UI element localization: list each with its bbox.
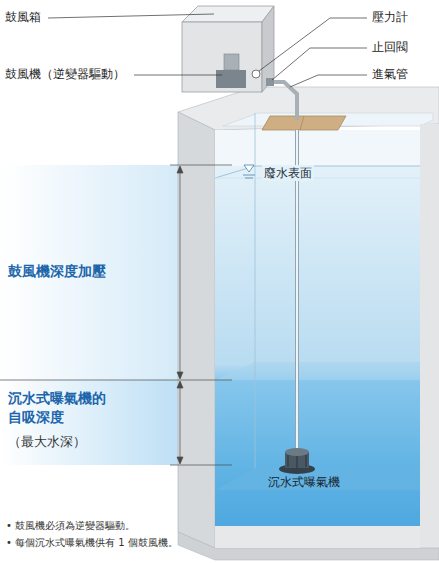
tank-water: [215, 166, 420, 526]
aerator-symbol: [288, 455, 289, 467]
tank-air-space: [215, 130, 420, 166]
part-label: 鼓風機（逆變器驅動）: [5, 66, 125, 82]
aerator-symbol: [297, 456, 298, 468]
leader-line: [48, 14, 214, 18]
dimension-arrow: [177, 166, 183, 173]
water-level-symbol: [243, 175, 255, 176]
blower-box: [182, 6, 274, 22]
water-layer: [215, 362, 420, 380]
blower-box: [262, 6, 274, 92]
depth-note: （最大水深）: [8, 433, 86, 451]
water-surface-line: [215, 166, 255, 178]
aerator-symbol: [306, 455, 307, 467]
part-label: 鼓風箱: [5, 9, 41, 25]
part-label: 壓力計: [372, 9, 408, 25]
tank-top-slab: [178, 87, 439, 130]
depth-label: 鼓風機深度加壓: [8, 262, 106, 281]
pressure-gauge-symbol: [252, 70, 260, 78]
water-level-symbol: [244, 165, 254, 172]
blower-box: [182, 22, 262, 92]
dimension-lines: [0, 165, 232, 465]
depth-label: 沉水式曝氣機的 自吸深度: [8, 389, 120, 427]
dimension-tick: [0, 380, 232, 381]
leader-line: [134, 75, 222, 76]
water-level-symbol: [245, 178, 253, 179]
cover-plate: [300, 116, 304, 130]
blower-symbol: [216, 70, 246, 88]
dimension-arrow: [177, 457, 183, 464]
part-label: 沉水式曝氣機: [268, 474, 340, 490]
blower-symbol: [224, 54, 239, 70]
cover-plate: [262, 116, 346, 130]
leader-line: [259, 18, 367, 71]
dimension-line: [180, 167, 181, 378]
tank-left-wall: [178, 112, 215, 548]
footnote: • 鼓風機必須為逆變器驅動。: [6, 519, 135, 533]
dimension-arrow: [177, 372, 183, 379]
tank-floor: [215, 468, 420, 490]
part-label: 止回閥: [372, 39, 408, 55]
depth-band: [0, 165, 180, 380]
surface-label: 廢水表面: [262, 165, 314, 181]
footnote: • 每個沉水式曝氣機供有 1 個鼓風機。: [6, 536, 178, 550]
dimension-line: [180, 382, 181, 463]
dimension-tick: [170, 465, 232, 466]
tank-right-wall: [420, 124, 439, 548]
leader-line: [290, 75, 367, 87]
depth-band: [0, 380, 180, 465]
tank-base-front: [215, 526, 420, 548]
dimension-tick: [170, 165, 232, 166]
water-surface-line: [215, 178, 420, 179]
aerator-symbol: [285, 448, 309, 456]
part-label: 進氣管: [372, 66, 408, 82]
dimension-arrow: [177, 381, 183, 388]
